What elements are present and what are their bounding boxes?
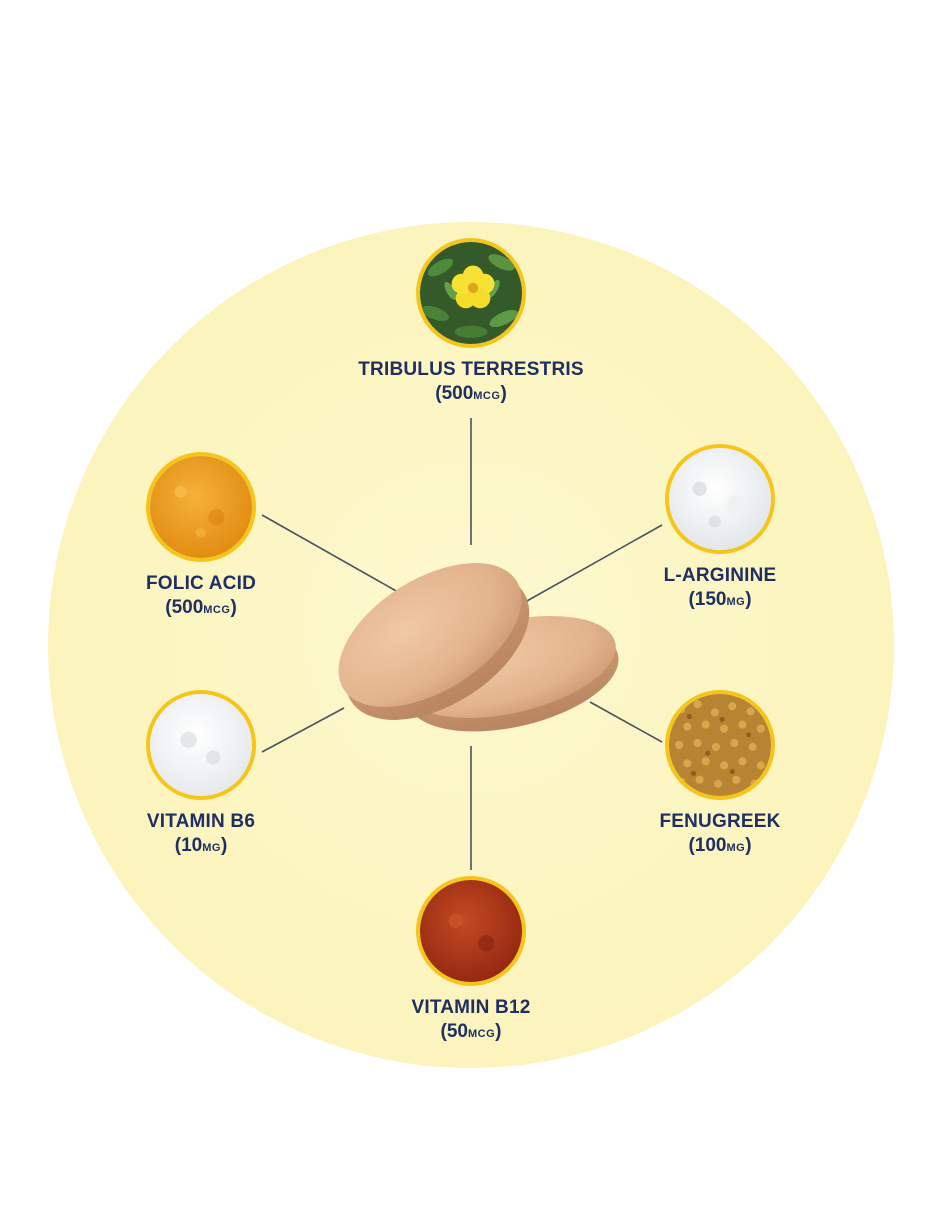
tribulus-flower-image	[416, 238, 526, 348]
red-powder-image	[416, 876, 526, 986]
ingredient-dose: (150MG)	[688, 589, 752, 610]
ingredient-dose: (500MCG)	[165, 597, 237, 618]
orange-powder-image	[146, 452, 256, 562]
connector-folic	[261, 514, 399, 593]
ingredient-name: FOLIC ACID	[145, 573, 256, 594]
ingredient-dose: (500MCG)	[435, 383, 507, 404]
ingredient-dose: (10MG)	[174, 835, 228, 856]
ingredient-folic-acid: FOLIC ACID (500MCG)	[81, 452, 321, 622]
fenugreek-seeds-image	[665, 690, 775, 800]
ingredient-name: L-ARGININE	[663, 565, 777, 586]
white-powder-image	[146, 690, 256, 800]
ingredient-dose: (100MG)	[688, 835, 752, 856]
ingredient-vitamin-b12: VITAMIN B12 (50MCG)	[351, 876, 591, 1046]
ingredient-name: VITAMIN B6	[146, 811, 256, 832]
ingredient-fenugreek: FENUGREEK (100MG)	[600, 690, 840, 860]
ingredient-l-arginine: L-ARGININE (150MG)	[600, 444, 840, 614]
white-powder-image	[665, 444, 775, 554]
ingredient-name: TRIBULUS TERRESTRIS	[358, 359, 584, 380]
tablets-image	[338, 563, 619, 732]
connector-larginine	[517, 524, 663, 607]
ingredient-dose: (50MCG)	[440, 1021, 502, 1042]
connector-b6	[261, 707, 345, 753]
ingredient-name: VITAMIN B12	[411, 997, 531, 1018]
tablet-front	[338, 563, 530, 720]
connector-fenugreek	[589, 701, 663, 743]
ingredient-vitamin-b6: VITAMIN B6 (10MG)	[81, 690, 321, 860]
ingredient-name: FENUGREEK	[659, 811, 781, 832]
ingredient-tribulus: TRIBULUS TERRESTRIS (500MCG)	[351, 238, 591, 408]
